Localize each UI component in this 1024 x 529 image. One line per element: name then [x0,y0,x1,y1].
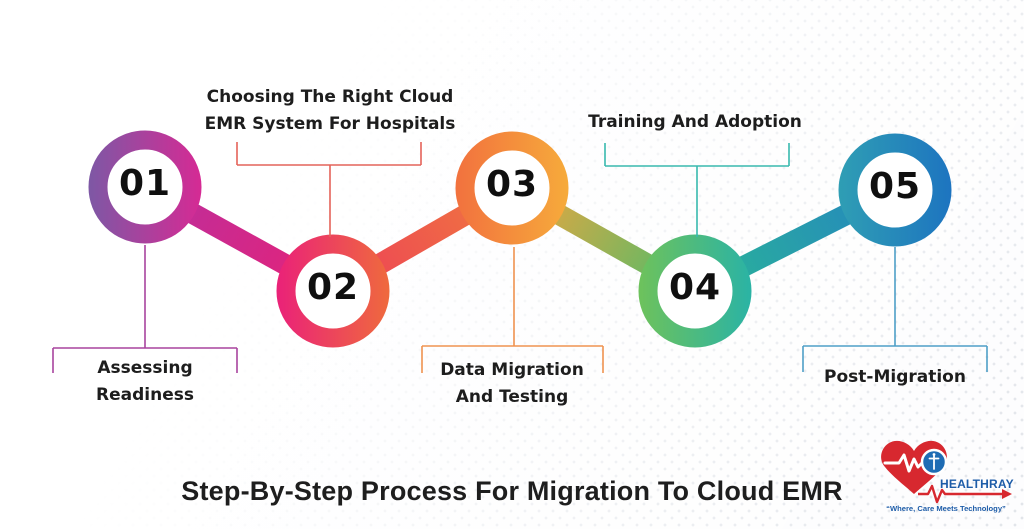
logo-wordmark: HEALTHRAY [940,477,1014,491]
step-label-line: Data Migration [440,360,584,380]
step-label-line: Assessing [97,358,193,378]
step-label-line: EMR System For Hospitals [204,114,456,134]
ekg-arrowhead-icon [1002,489,1012,499]
leader-bracket-step1 [52,245,238,373]
step-label-training-adoption: Training And Adoption [545,109,845,136]
step-number-03: 03 [485,164,539,205]
step-circle-02 [276,234,390,348]
step-number-04: 04 [668,267,722,308]
leader-bracket-step3 [421,247,604,373]
step-circle-04 [638,234,752,348]
step-label-choosing-emr-system: Choosing The Right Cloud EMR System For … [180,84,480,138]
step-label-line: Post-Migration [824,367,966,387]
step-number-01: 01 [118,163,172,204]
step-label-assessing-readiness: Assessing Readiness [45,355,245,409]
step-number-02: 02 [306,267,360,308]
page-title: Step-By-Step Process For Migration To Cl… [181,476,843,506]
step-label-line: Training And Adoption [588,112,802,132]
ekg-arrow-icon [918,484,1003,504]
step-label-post-migration: Post-Migration [795,364,995,391]
leader-bracket-step2 [236,142,422,237]
leader-bracket-step4 [604,143,790,237]
leader-bracket-step5 [802,247,988,372]
step-label-line: And Testing [455,387,569,407]
step-label-line: Choosing The Right Cloud [206,87,454,107]
step-circle-03 [455,131,569,245]
step-circle-05 [838,133,952,247]
caduceus-icon [928,453,940,470]
healthray-logo: HEALTHRAY “Where, Care Meets Technology” [881,440,1014,513]
step-number-05: 05 [868,166,922,207]
step-circle-01 [88,130,202,244]
step-label-line: Readiness [96,385,194,405]
step-label-data-migration-testing: Data Migration And Testing [412,357,612,411]
logo-tagline: “Where, Care Meets Technology” [886,504,1006,513]
